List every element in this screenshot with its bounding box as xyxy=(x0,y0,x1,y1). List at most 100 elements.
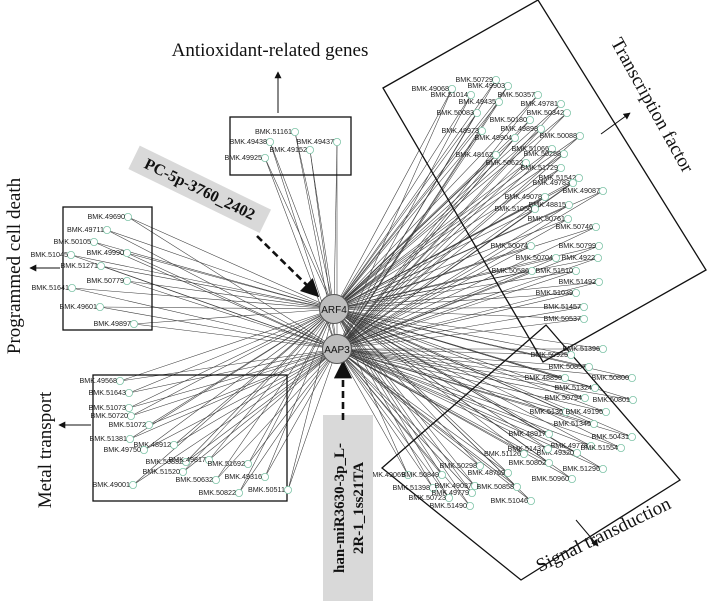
transcription-gene-node[interactable]: BMK.4922 xyxy=(561,253,603,262)
metal-gene-node[interactable]: BMK.50832 xyxy=(145,457,190,466)
transcription-gene-node[interactable]: BMK.50586 xyxy=(491,266,537,275)
transcription-gene-node[interactable]: BMK.51050 xyxy=(494,204,540,213)
transcription-gene-node[interactable]: BMK.51457 xyxy=(543,302,589,311)
transcription-gene-node[interactable]: BMK.49078 xyxy=(504,192,550,201)
antioxidant-gene-node[interactable]: BMK.49437 xyxy=(296,137,341,146)
metal-gene-node[interactable]: BMK.50822 xyxy=(198,488,243,497)
transcription-gene-node[interactable]: BMK.48815 xyxy=(528,200,574,209)
transcription-gene-node[interactable]: BMK.49087 xyxy=(562,186,608,195)
antioxidant-gene-node[interactable]: BMK.51161 xyxy=(255,127,299,136)
signal-gene-node[interactable]: BMK.48769 xyxy=(467,468,512,477)
signal-gene-node[interactable]: BMK.50800 xyxy=(591,373,637,382)
metal-gene-node[interactable]: BMK.49316 xyxy=(224,472,269,481)
signal-gene-node[interactable]: BMK.50794 xyxy=(544,393,590,402)
transcription-gene-node[interactable]: BMK.50088 xyxy=(539,131,585,140)
signal-gene-node[interactable]: BMK.51398 xyxy=(392,483,437,492)
transcription-gene-node[interactable]: BMK.48973 xyxy=(441,126,486,136)
metal-gene-node[interactable]: BMK.51692 xyxy=(207,459,252,468)
signal-gene-node[interactable]: BMK.49320 xyxy=(536,448,582,457)
signal-gene-node[interactable]: BMK.51345 xyxy=(553,419,599,428)
metal-gene-node[interactable]: BMK.51072 xyxy=(108,420,153,429)
programmed-gene-node[interactable]: BMK.49711 xyxy=(67,225,112,234)
signal-gene-node[interactable]: BMK.50298 xyxy=(439,461,484,470)
programmed-gene-node[interactable]: BMK.51271 xyxy=(60,261,106,270)
signal-gene-node[interactable]: BMK.51324 xyxy=(554,383,600,392)
transcription-gene-node[interactable]: BMK.50180 xyxy=(489,115,535,125)
transcription-gene-node[interactable]: BMK.50537 xyxy=(543,314,589,323)
signal-gene-node[interactable]: BMK.51126 xyxy=(484,449,529,458)
transcription-gene-node[interactable]: BMK.51066 xyxy=(511,144,557,153)
transcription-gene-node[interactable]: BMK.48162 xyxy=(455,150,500,159)
transcription-gene-node[interactable]: BMK.51542 xyxy=(538,173,584,182)
transcription-gene-node[interactable]: BMK.49904 xyxy=(474,133,519,142)
transcription-gene-node[interactable]: BMK.50761 xyxy=(527,214,573,223)
metal-gene-node[interactable]: BMK.50720 xyxy=(90,411,136,420)
transcription-gene-node[interactable]: BMK.50622 xyxy=(485,158,531,167)
signal-gene-node[interactable]: BMK.49069 xyxy=(367,470,412,479)
programmed-gene-node[interactable]: BMK.50105 xyxy=(53,237,99,246)
transcription-gene-node[interactable]: BMK.50799 xyxy=(558,241,604,250)
antioxidant-gene-node[interactable]: BMK.49438 xyxy=(229,137,274,146)
programmed-gene-node[interactable]: BMK.49990 xyxy=(86,248,132,257)
transcription-gene-node[interactable]: BMK.51039 xyxy=(535,288,581,297)
metal-gene-node[interactable]: BMK.49750 xyxy=(103,445,148,454)
signal-gene-node[interactable]: BMK.50858 xyxy=(476,482,522,491)
metal-gene-node[interactable]: BMK.50511 xyxy=(248,485,292,494)
signal-gene-node[interactable]: BMK.49037 xyxy=(434,481,479,490)
signal-gene-node[interactable]: BMK.51437 xyxy=(507,444,553,453)
transcription-gene-node[interactable]: BMK.51492 xyxy=(558,277,604,286)
transcription-gene-node[interactable]: BMK.49903 xyxy=(467,81,512,91)
metal-gene-node[interactable]: BMK.49568 xyxy=(79,376,125,385)
signal-gene-node[interactable]: BMK.50857 xyxy=(548,362,594,371)
transcription-gene-node[interactable]: BMK.50074 xyxy=(490,241,536,250)
transcription-gene-node[interactable]: BMK.50746 xyxy=(555,222,601,231)
transcription-gene-node[interactable]: BMK.49435 xyxy=(458,97,503,107)
antioxidant-gene-node[interactable]: BMK.49152 xyxy=(269,145,314,154)
signal-gene-node[interactable]: BMK.51396 xyxy=(562,344,608,353)
programmed-gene-node[interactable]: BMK.50779 xyxy=(86,276,132,285)
signal-gene-node[interactable]: BMK.51296 xyxy=(562,464,608,473)
signal-gene-node[interactable]: BMK.50960 xyxy=(531,474,577,483)
programmed-gene-node[interactable]: BMK.51641 xyxy=(31,283,77,292)
antioxidant-gene-node[interactable]: BMK.49925 xyxy=(224,153,269,162)
metal-gene-node[interactable]: BMK.51381 xyxy=(89,434,135,443)
signal-gene-node[interactable]: BMK.50925 xyxy=(530,350,576,359)
signal-gene-node[interactable]: BMK.48890 xyxy=(524,373,570,382)
metal-gene-node[interactable]: BMK.49001 xyxy=(92,480,137,489)
metal-gene-node[interactable]: BMK.51520 xyxy=(142,467,187,476)
hub-arf4[interactable]: ARF4 xyxy=(319,294,349,324)
signal-gene-node[interactable]: BMK.49779 xyxy=(431,488,476,497)
signal-gene-node[interactable]: BMK.50801 xyxy=(592,395,638,404)
programmed-gene-node[interactable]: BMK.51045 xyxy=(30,250,76,259)
transcription-gene-node[interactable]: BMK.49781 xyxy=(520,99,566,109)
metal-gene-node[interactable]: BMK.49817 xyxy=(168,455,213,464)
programmed-gene-node[interactable]: BMK.49690 xyxy=(87,212,133,221)
transcription-gene-node[interactable]: BMK.50083 xyxy=(436,108,481,118)
signal-gene-node[interactable]: BMK.51490 xyxy=(429,501,474,510)
transcription-gene-node[interactable]: BMK.50704 xyxy=(515,253,561,262)
transcription-gene-node[interactable]: BMK.50729 xyxy=(455,75,500,85)
signal-gene-node[interactable]: BMK.49196 xyxy=(565,407,611,416)
transcription-gene-node[interactable]: BMK.51014 xyxy=(430,90,475,100)
metal-gene-node[interactable]: BMK.48912 xyxy=(133,440,178,449)
metal-gene-node[interactable]: BMK.51073 xyxy=(88,403,134,412)
signal-gene-node[interactable]: BMK.51554 xyxy=(580,443,626,452)
signal-gene-node[interactable]: BMK.50431 xyxy=(591,432,637,441)
signal-gene-node[interactable]: BMK.48917 xyxy=(508,429,554,438)
transcription-gene-node[interactable]: BMK.49783 xyxy=(532,178,578,187)
transcription-gene-node[interactable]: BMK.51729 xyxy=(520,163,566,172)
transcription-gene-node[interactable]: BMK.50357 xyxy=(497,90,543,100)
signal-gene-node[interactable]: BMK.50802 xyxy=(508,458,554,467)
signal-gene-node[interactable]: BMK.51046 xyxy=(490,496,536,505)
signal-gene-node[interactable]: BMK.50723 xyxy=(408,493,453,502)
transcription-gene-node[interactable]: BMK.49068 xyxy=(411,84,456,94)
signal-gene-node[interactable]: BMK.50849 xyxy=(401,470,446,479)
signal-gene-node[interactable]: BMK.49778 xyxy=(550,441,596,450)
signal-gene-node[interactable]: BMK.5136 xyxy=(529,407,571,416)
programmed-gene-node[interactable]: BMK.49601 xyxy=(59,302,105,311)
hub-aap3[interactable]: AAP3 xyxy=(322,334,352,364)
metal-gene-node[interactable]: BMK.50632 xyxy=(175,475,220,484)
transcription-gene-node[interactable]: BMK.50258 xyxy=(523,149,569,158)
metal-gene-node[interactable]: BMK.51643 xyxy=(88,388,134,397)
transcription-gene-node[interactable]: BMK.49898 xyxy=(500,124,546,134)
